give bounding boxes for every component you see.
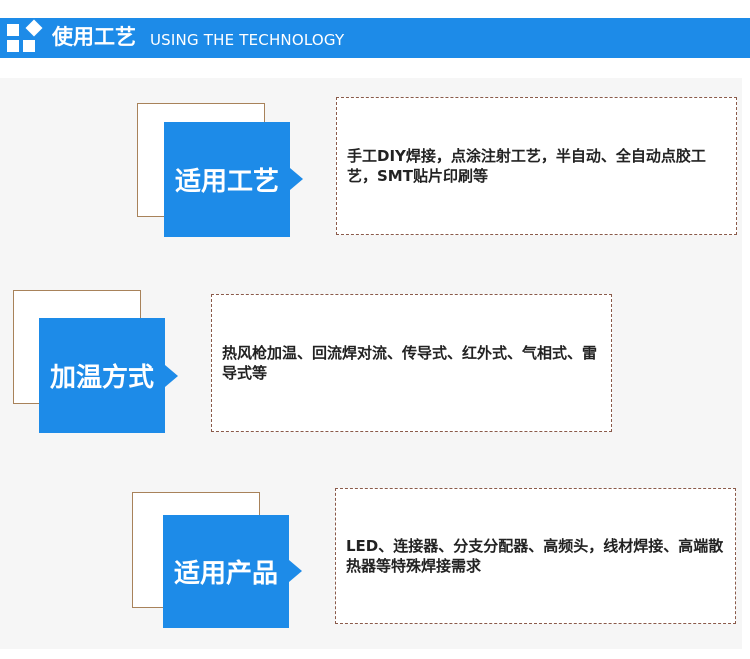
header-subtitle: USING THE TECHNOLOGY	[150, 31, 345, 49]
grid-logo-icon	[7, 19, 43, 56]
content-panel: 适用工艺 手工DIY焊接，点涂注射工艺，半自动、全自动点胶工艺，SMT贴片印刷等…	[0, 78, 742, 649]
description-box-heating: 热风枪加温、回流焊对流、传导式、红外式、气相式、雷导式等	[211, 294, 612, 432]
description-text: 热风枪加温、回流焊对流、传导式、红外式、气相式、雷导式等	[222, 344, 598, 382]
description-box-process: 手工DIY焊接，点涂注射工艺，半自动、全自动点胶工艺，SMT贴片印刷等	[336, 97, 737, 235]
label-box-products: 适用产品	[163, 515, 289, 628]
arrow-right-icon	[165, 365, 178, 387]
label-box-process: 适用工艺	[164, 122, 290, 237]
section-header: 使用工艺 USING THE TECHNOLOGY	[0, 18, 750, 58]
description-box-products: LED、连接器、分支分配器、高频头，线材焊接、高端散热器等特殊焊接需求	[335, 488, 736, 624]
arrow-right-icon	[290, 168, 303, 190]
description-text: LED、连接器、分支分配器、高频头，线材焊接、高端散热器等特殊焊接需求	[346, 537, 724, 575]
description-text: 手工DIY焊接，点涂注射工艺，半自动、全自动点胶工艺，SMT贴片印刷等	[347, 147, 706, 185]
header-title: 使用工艺	[52, 25, 136, 49]
arrow-right-icon	[289, 560, 302, 582]
label-box-heating: 加温方式	[39, 318, 165, 433]
